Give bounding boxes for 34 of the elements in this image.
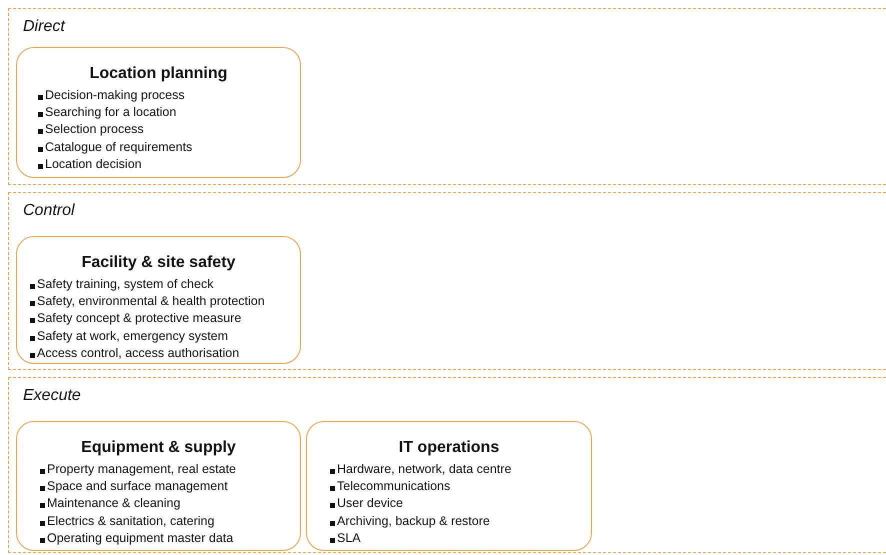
box-heading: IT operations — [398, 439, 500, 457]
dashed-section-band — [8, 8, 886, 185]
list-item: Electrics & sanitation, catering — [47, 514, 214, 528]
rounded-box — [16, 421, 301, 551]
box-heading: Facility & site safety — [80, 254, 236, 272]
list-item: Location decision — [45, 156, 142, 171]
list-item: Archiving, backup & restore — [337, 514, 490, 528]
list-item: Safety, environmental & health protection — [37, 294, 265, 308]
list-item: Telecommunications — [337, 479, 450, 494]
box-heading: Location planning — [88, 65, 228, 83]
list-item: Catalogue of requirements — [45, 140, 192, 154]
rounded-box — [16, 47, 301, 178]
list-item: Hardware, network, data centre — [337, 462, 512, 476]
dashed-section-band — [8, 377, 886, 553]
list-item: Maintenance & cleaning — [47, 496, 180, 510]
box-heading: Equipment & supply — [80, 439, 237, 457]
list-item: Access control, access authorisation — [37, 346, 240, 360]
section-heading: Execute — [23, 387, 81, 405]
list-item: User device — [337, 496, 403, 510]
rounded-box — [16, 236, 301, 364]
list-item: Safety concept & protective measure — [37, 311, 242, 326]
list-item: Property management, real estate — [47, 462, 236, 476]
rounded-box — [306, 421, 592, 551]
list-item: Searching for a location — [45, 105, 176, 120]
list-item: Decision-making process — [45, 88, 185, 102]
list-item: SLA — [337, 530, 361, 545]
list-item: Space and surface management — [47, 479, 228, 494]
dashed-section-band — [8, 192, 886, 370]
list-item: Operating equipment master data — [47, 530, 234, 545]
list-item: Safety at work, emergency system — [37, 328, 228, 343]
list-item: Selection process — [45, 122, 144, 136]
list-item: Safety training, system of check — [37, 277, 214, 291]
section-heading: Direct — [23, 18, 65, 36]
section-heading: Control — [23, 202, 75, 220]
